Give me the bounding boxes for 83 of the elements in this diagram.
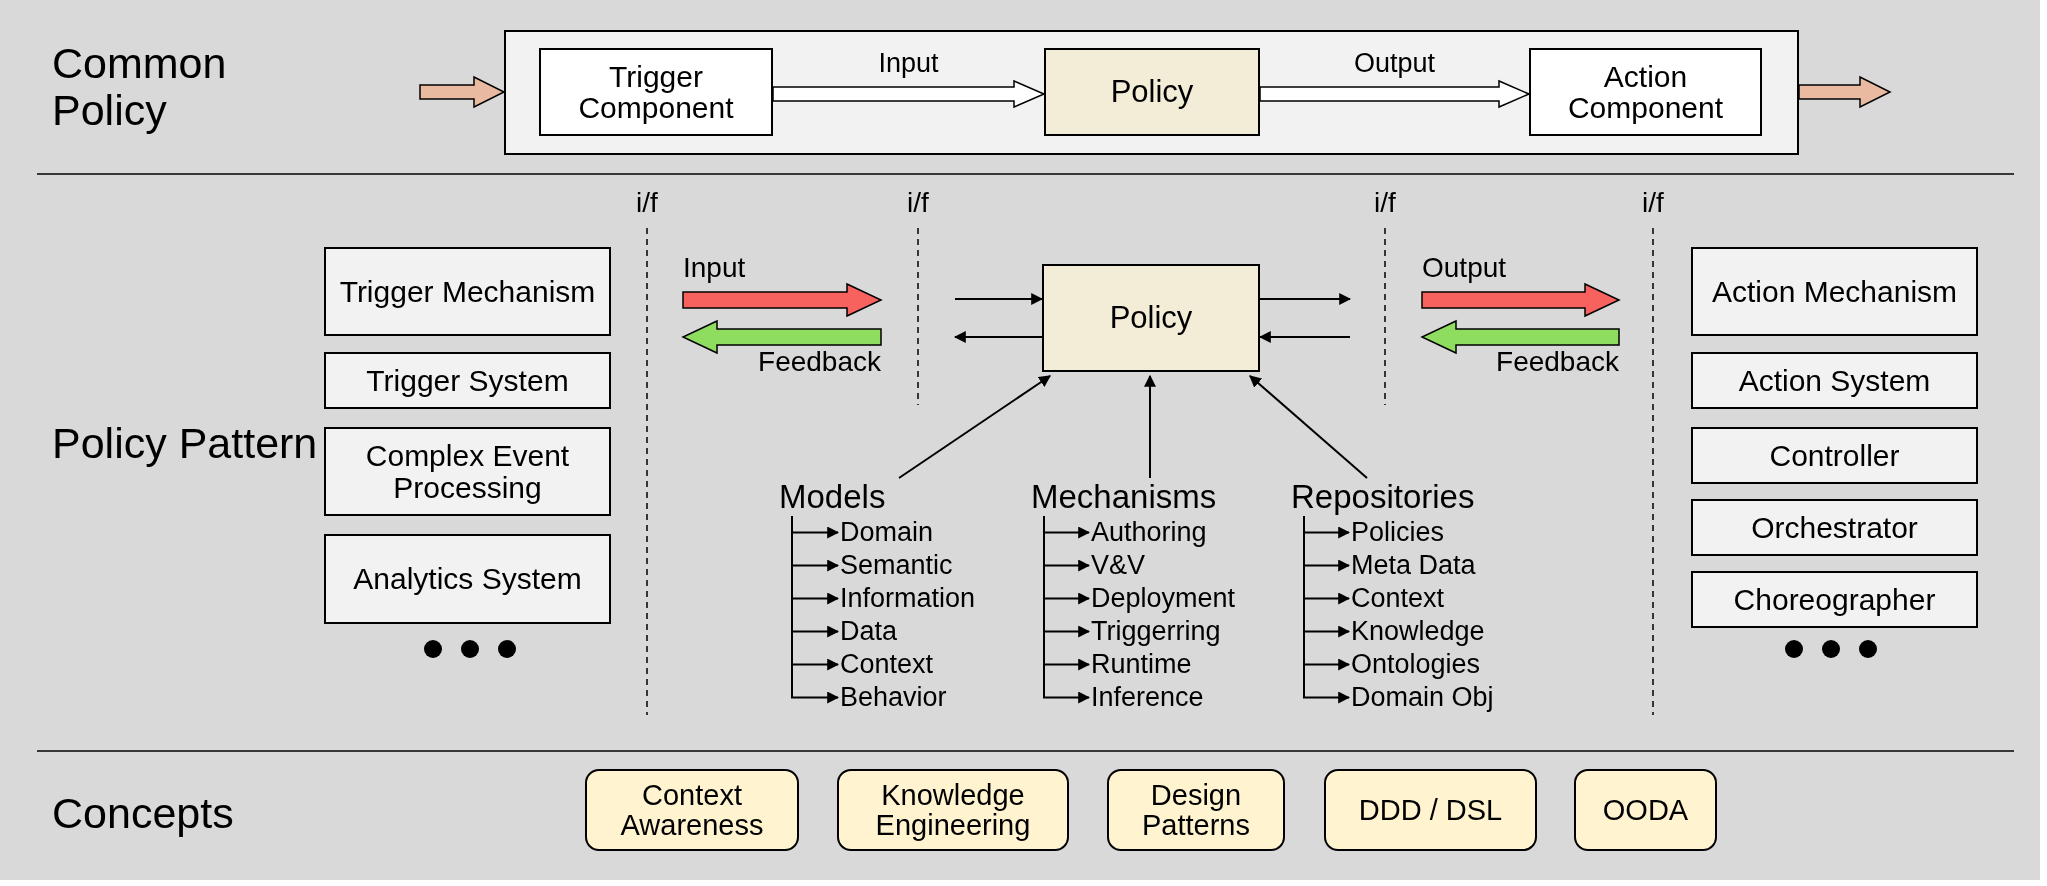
process-box	[1691, 571, 1978, 628]
box-text: Knowledge Engineering	[874, 779, 1032, 841]
flow-label: Feedback	[1495, 347, 1619, 378]
arrow	[953, 331, 1043, 343]
list-heading: Repositories	[1291, 478, 1521, 516]
box-text: Trigger Mechanism	[338, 275, 597, 308]
list-item: Behavior	[840, 681, 1015, 714]
arrow	[1258, 331, 1351, 343]
concept-tag	[837, 769, 1069, 851]
list-item: Information	[840, 582, 1015, 615]
box-text: Orchestrator	[1750, 511, 1919, 544]
box-text: Context Awareness	[619, 779, 765, 841]
concept-tag	[1107, 769, 1285, 851]
flow-label: Feedback	[757, 347, 881, 378]
arrow	[898, 375, 1051, 479]
process-box	[324, 534, 611, 624]
process-box	[539, 48, 773, 136]
box-text: Choreographer	[1732, 583, 1937, 616]
list-item: Data	[840, 615, 1015, 648]
interface-label: i/f	[1641, 188, 1665, 219]
list-heading: Mechanisms	[1031, 478, 1241, 516]
process-box	[1691, 247, 1978, 336]
box-text: Action Component	[1566, 60, 1725, 124]
box-text: Complex Event Processing	[364, 440, 571, 503]
process-box	[1529, 48, 1762, 136]
box-text: Trigger Component	[577, 60, 735, 124]
list-item: Inference	[1091, 681, 1281, 714]
arrow	[954, 293, 1044, 305]
arrow	[1249, 375, 1368, 479]
box-text: Action System	[1737, 364, 1932, 397]
list-item: Domain Obj	[1351, 681, 1551, 714]
list-item: Context	[1351, 582, 1551, 615]
flow-label: Output	[1422, 253, 1508, 284]
section-title: Concepts	[52, 790, 235, 838]
list-item: V&V	[1091, 549, 1281, 582]
list-heading: Models	[779, 478, 919, 516]
list-item: Authoring	[1091, 516, 1281, 549]
process-box	[324, 427, 611, 516]
arrow	[791, 515, 840, 704]
concept-tag	[1324, 769, 1537, 851]
block-arrow	[1259, 79, 1531, 109]
block-arrow	[1798, 75, 1892, 109]
interface-label: i/f	[1373, 188, 1397, 219]
block-arrow	[419, 75, 506, 109]
process-box	[1691, 352, 1978, 409]
block-arrow	[772, 79, 1046, 109]
box-text: Design Patterns	[1141, 779, 1251, 841]
list-item: Policies	[1351, 516, 1551, 549]
policy-box	[1044, 48, 1260, 136]
box-text: Trigger System	[365, 364, 570, 397]
section-title: Policy Pattern	[52, 420, 319, 468]
process-box	[324, 247, 611, 336]
process-box	[1691, 427, 1978, 484]
box-text: OODA	[1601, 794, 1690, 826]
process-box	[324, 352, 611, 409]
arrow	[1303, 515, 1351, 704]
list-item: Knowledge	[1351, 615, 1551, 648]
list-item: Context	[840, 648, 1015, 681]
list-item: Ontologies	[1351, 648, 1551, 681]
interface-label: i/f	[635, 188, 659, 219]
process-box	[1691, 499, 1978, 556]
concept-tag	[585, 769, 799, 851]
box-text: DDD / DSL	[1357, 794, 1504, 826]
box-text: Policy	[1108, 301, 1194, 335]
policy-box	[1042, 264, 1260, 372]
box-text: Controller	[1768, 439, 1901, 472]
box-text: Action Mechanism	[1710, 275, 1959, 308]
box-text: Analytics System	[352, 563, 583, 595]
list-item: Runtime	[1091, 648, 1281, 681]
list-item: Deployment	[1091, 582, 1281, 615]
interface-label: i/f	[906, 188, 930, 219]
arrow	[1043, 515, 1091, 704]
list-item: Meta Data	[1351, 549, 1551, 582]
box-text: Policy	[1109, 75, 1195, 109]
section-title: Common Policy	[52, 40, 228, 135]
list-item: Triggerring	[1091, 615, 1281, 648]
panel-frame	[504, 30, 1799, 155]
flow-label: Input	[683, 253, 747, 284]
list-item: Semantic	[840, 549, 1015, 582]
list-item: Domain	[840, 516, 1015, 549]
concept-tag	[1574, 769, 1717, 851]
arrow	[1144, 374, 1156, 479]
arrow	[1259, 293, 1352, 305]
